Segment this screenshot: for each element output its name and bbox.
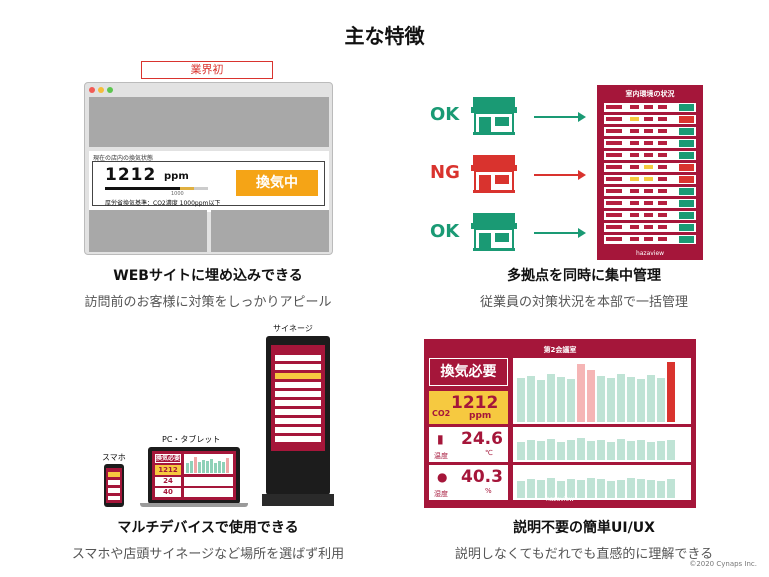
feature-caption: WEBサイトに埋め込みできる 訪問前のお客様に対策をしっかりアピール (18, 265, 398, 310)
site-row (604, 103, 696, 112)
co2-value: 1212 (451, 393, 499, 413)
feature-heading: WEBサイトに埋め込みできる (113, 268, 303, 284)
room-dashboard: 第2会議室 換気必要 1212 CO2 ppm ▮ 24.6 ℃ 温度 ● 40… (424, 339, 696, 508)
ppm-unit: ppm (164, 171, 189, 182)
mini-chart (184, 477, 233, 486)
co2-label: CO2 (432, 409, 451, 418)
ventilating-status-badge: 換気中 (236, 170, 318, 196)
widget-box: 1212 ppm 1000 厚労省換気基準：CO2濃度 1000ppm以下 換気… (92, 161, 325, 207)
temperature-panel: ▮ 24.6 ℃ 温度 (429, 427, 508, 462)
site-row (604, 175, 696, 184)
temperature-label: 温度 (434, 452, 448, 460)
temperature-unit: ℃ (485, 449, 493, 457)
mini-ppm: 1212 (155, 465, 181, 475)
arrow-right-icon (534, 228, 586, 238)
device-label-pc: PC・タブレット (162, 435, 221, 444)
thermometer-icon: ▮ (437, 432, 444, 446)
humidity-panel: ● 40.3 % 湿度 (429, 465, 508, 500)
store-icon (471, 213, 517, 251)
dashboard-title: 室内環境の状況 (625, 90, 675, 98)
site-status-ng: NG (430, 162, 460, 183)
feature-caption: マルチデバイスで使用できる スマホや店頭サイネージなど場所を選ばず利用 (18, 517, 398, 562)
arrow-right-icon (534, 112, 586, 122)
store-icon (471, 97, 517, 135)
feature-heading: 説明不要の簡単UI/UX (513, 520, 655, 536)
ppm-value: 1212 (105, 165, 157, 185)
site-row (604, 235, 696, 244)
room-title: 第2会議室 (543, 346, 577, 354)
page-title: 主な特徴 (344, 24, 425, 48)
content-placeholder-right (211, 210, 329, 252)
site-status-ok-2: OK (430, 221, 460, 242)
water-drop-icon: ● (437, 470, 448, 484)
mini-chart (184, 488, 233, 497)
co2-unit: ppm (469, 411, 492, 421)
device-label-signage: サイネージ (273, 324, 313, 333)
maximize-dot-icon (107, 87, 113, 93)
humidity-value: 40.3 (461, 467, 503, 487)
phone-screen (106, 468, 122, 503)
window-controls (89, 87, 113, 93)
minimize-dot-icon (98, 87, 104, 93)
humidity-label: 湿度 (434, 490, 448, 498)
signage-stand (262, 494, 334, 506)
site-row (604, 223, 696, 232)
dashboard-footer: hazaview (635, 250, 665, 257)
vent-needed-badge: 換気必要 (429, 358, 508, 386)
close-dot-icon (89, 87, 95, 93)
laptop-device: 換気必要 1212 24 40 (148, 447, 240, 504)
signage-screen (271, 345, 325, 451)
co2-over-fill (180, 187, 194, 190)
laptop-base (140, 503, 248, 507)
site-row (604, 211, 696, 220)
widget-header: 現在の店内の換気状態 (93, 155, 154, 162)
co2-level-bar (105, 187, 208, 190)
feature-subtext: 説明しなくてもだれでも直感的に理解できる (454, 547, 714, 562)
feature-subtext: 訪問前のお客様に対策をしっかりアピール (84, 295, 332, 310)
site-row (604, 163, 696, 172)
feature-heading: マルチデバイスで使用できる (117, 520, 299, 536)
content-placeholder-left (89, 210, 207, 252)
browser-mockup: 現在の店内の換気状態 1212 ppm 1000 厚労省換気基準：CO2濃度 1… (84, 82, 333, 255)
industry-first-badge: 業界初 (141, 61, 273, 79)
feature-subtext: スマホや店頭サイネージなど場所を選ばず利用 (71, 547, 345, 562)
site-row (604, 139, 696, 148)
co2-history-chart (513, 358, 691, 424)
arrow-right-icon (534, 170, 586, 180)
ventilation-standard-note: 厚労省換気基準：CO2濃度 1000ppm以下 (105, 200, 221, 207)
signage-device (266, 336, 330, 495)
site-row (604, 187, 696, 196)
temperature-history-chart (513, 427, 691, 462)
temperature-value: 24.6 (461, 429, 503, 449)
site-row (604, 115, 696, 124)
smartphone-device (104, 464, 124, 507)
dashboard-footer: hazaview (545, 496, 575, 503)
co2-level-fill (105, 187, 180, 190)
multi-site-dashboard: 室内環境の状況 hazaview (597, 85, 703, 260)
mini-chart (184, 454, 233, 474)
mini-vent-label: 換気必要 (155, 454, 181, 463)
device-label-phone: スマホ (102, 453, 126, 462)
laptop-screen: 換気必要 1212 24 40 (152, 451, 236, 500)
store-icon (471, 155, 517, 193)
bar-tick-label: 1000 (171, 191, 184, 197)
site-row (604, 127, 696, 136)
embedded-widget: 現在の店内の換気状態 1212 ppm 1000 厚労省換気基準：CO2濃度 1… (89, 151, 329, 212)
feature-subtext: 従業員の対策状況を本部で一括管理 (479, 295, 688, 310)
humidity-history-chart (513, 465, 691, 500)
copyright: ©2020 Cynaps Inc. (689, 560, 757, 568)
site-row (604, 199, 696, 208)
content-placeholder-top (89, 97, 329, 147)
site-status-ok-1: OK (430, 104, 460, 125)
co2-panel: 1212 CO2 ppm (429, 391, 508, 424)
humidity-unit: % (485, 487, 492, 495)
feature-heading: 多拠点を同時に集中管理 (507, 268, 661, 284)
mini-hum: 40 (155, 488, 181, 497)
feature-caption: 多拠点を同時に集中管理 従業員の対策状況を本部で一括管理 (394, 265, 769, 310)
site-row (604, 151, 696, 160)
mini-temp: 24 (155, 477, 181, 486)
feature-caption: 説明不要の簡単UI/UX 説明しなくてもだれでも直感的に理解できる (394, 517, 769, 562)
